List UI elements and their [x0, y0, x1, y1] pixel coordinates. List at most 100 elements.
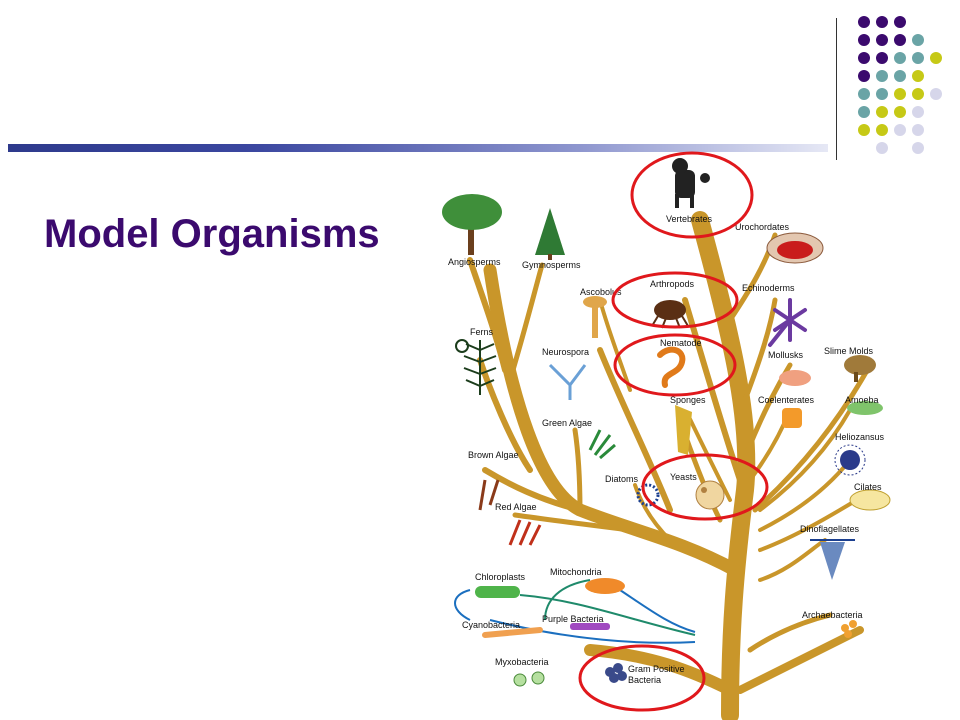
label-coelenterates: Coelenterates	[758, 395, 815, 405]
branch-red-algae	[512, 512, 633, 533]
label-gymnosperms: Gymnosperms	[522, 260, 581, 270]
label-diatoms: Diatoms	[605, 474, 639, 484]
branch-heliozansus	[758, 458, 852, 532]
dinoflagellate-icon	[810, 539, 855, 580]
nematode-icon	[657, 346, 686, 388]
root-left	[584, 644, 736, 696]
model-organism-highlights	[578, 151, 769, 712]
purple-bacteria-icon	[570, 623, 610, 630]
sponge-icon	[675, 405, 692, 455]
yeast-icon	[695, 480, 725, 510]
endosymbiosis-arrows	[454, 579, 696, 644]
dot-row-5	[858, 88, 942, 100]
label-neurospora: Neurospora	[542, 347, 589, 357]
label-red-algae: Red Algae	[495, 502, 537, 512]
neurospora-icon	[548, 363, 587, 400]
label-arthropods: Arthropods	[650, 279, 695, 289]
label-green-algae: Green Algae	[542, 418, 592, 428]
label-amoeba: Amoeba	[845, 395, 879, 405]
branch-ascobolus	[598, 298, 632, 392]
coelenterate-icon	[782, 408, 802, 428]
amoeba-icon	[847, 401, 883, 415]
label-yeasts: Yeasts	[670, 472, 697, 482]
tree-trunk-branches	[467, 211, 873, 720]
label-dinoflagellates: Dinoflagellates	[800, 524, 860, 534]
urochordate-icon	[766, 232, 824, 264]
myxobacteria-icon	[513, 671, 545, 687]
cyanobacteria-icon	[482, 627, 543, 638]
heliozoan-icon	[834, 444, 866, 476]
branch-slime-molds	[752, 362, 873, 513]
branch-green-algae	[572, 427, 583, 515]
branch-amoeba	[758, 408, 852, 512]
highlight-gram-positive	[578, 644, 706, 712]
slime-mold-icon	[844, 355, 876, 382]
dot-row-1	[858, 16, 906, 28]
label-brown-algae: Brown Algae	[468, 450, 519, 460]
label-cyanobacteria: Cyanobacteria	[462, 620, 520, 630]
label-chloroplasts: Chloroplasts	[475, 572, 526, 582]
green-algae-icon	[588, 429, 616, 460]
tree-icon	[442, 194, 502, 255]
starfish-icon	[768, 298, 807, 347]
highlight-nematode	[613, 333, 737, 397]
label-sponges: Sponges	[670, 395, 706, 405]
slide-title: Model Organisms	[44, 212, 380, 256]
branch-diatoms	[633, 483, 672, 542]
mushroom-icon	[583, 296, 607, 338]
arrow-cyanobacteria-trunk	[489, 619, 696, 644]
dog-icon	[672, 158, 710, 208]
chloroplast-icon	[475, 586, 520, 598]
label-urochordates: Urochordates	[735, 222, 790, 232]
label-archaebacteria: Archaebacteria	[802, 610, 863, 620]
label-purple-bacteria: Purple Bacteria	[542, 614, 604, 624]
tree-of-life-diagram: Vertebrates Urochordates Angiosperms Gym…	[442, 151, 891, 720]
fern-icon	[455, 339, 497, 395]
conifer-icon	[535, 208, 565, 260]
dot-row-3	[858, 52, 942, 64]
branch-neurospora	[597, 347, 673, 513]
organism-illustrations	[442, 158, 891, 687]
label-heliozansus: Heliozansus	[835, 432, 885, 442]
label-vertebrates: Vertebrates	[666, 214, 713, 224]
branch-ferns	[477, 357, 533, 473]
highlight-arthropods	[611, 271, 739, 329]
branch-brown-algae	[482, 467, 583, 513]
gram-positive-bacteria-icon	[605, 663, 627, 683]
organism-labels: Vertebrates Urochordates Angiosperms Gym…	[448, 214, 885, 685]
brown-algae-icon	[478, 479, 500, 511]
label-mollusks: Mollusks	[768, 350, 804, 360]
arrow-mitochondria-trunk	[619, 589, 696, 633]
label-slime-molds: Slime Molds	[824, 346, 874, 356]
label-ferns: Ferns	[470, 327, 494, 337]
highlight-vertebrates	[630, 151, 754, 239]
main-trunk	[691, 211, 756, 720]
dot-row-8	[876, 142, 924, 154]
branch-gymnosperms	[507, 262, 545, 383]
dot-row-4	[858, 70, 924, 82]
dot-row-7	[858, 124, 924, 136]
label-nematode: Nematode	[660, 338, 702, 348]
label-myxobacteria: Myxobacteria	[495, 657, 549, 667]
decorative-dot-grid	[858, 16, 942, 154]
label-echinoderms: Echinoderms	[742, 283, 795, 293]
label-mitochondria: Mitochondria	[550, 567, 602, 577]
diatom-icon	[636, 483, 660, 507]
dot-row-6	[858, 106, 924, 118]
branch-archaebacteria	[747, 612, 833, 653]
root-right	[736, 626, 864, 694]
arrow-cyanobacteria-chloroplasts	[454, 589, 471, 621]
label-angiosperms: Angiosperms	[448, 257, 501, 267]
title-rule	[8, 144, 828, 152]
mitochondria-icon	[585, 578, 625, 594]
red-algae-icon	[508, 519, 542, 546]
label-gram-positive: Gram Positive	[628, 664, 685, 674]
label-gram-positive-bacteria: Bacteria	[628, 675, 661, 685]
arrow-chloroplasts-trunk	[519, 594, 696, 636]
arrow-purple-bacteria-mitochondria	[544, 579, 591, 621]
flea-icon	[651, 300, 689, 329]
branch-angiosperms	[467, 257, 508, 373]
label-cilates: Cilates	[854, 482, 882, 492]
corner-divider	[836, 18, 837, 160]
dot-row-2	[858, 34, 924, 46]
